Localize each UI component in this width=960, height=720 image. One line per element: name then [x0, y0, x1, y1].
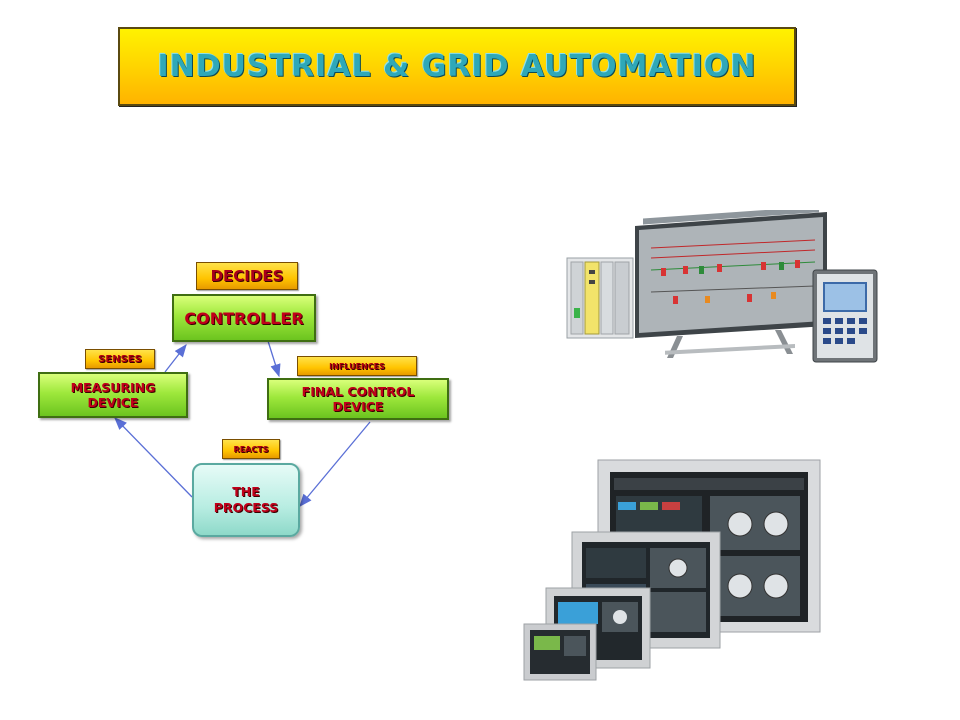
title-banner: INDUSTRIAL & GRID AUTOMATION — [118, 27, 796, 106]
influences-label: INFLUENCES — [297, 356, 417, 376]
reacts-label: REACTS — [222, 439, 280, 459]
reacts-text: REACTS — [233, 444, 269, 454]
measuring-device-box: MEASURING DEVICE — [38, 372, 188, 418]
arrow-final-to-process — [299, 421, 371, 507]
hmi-panels-image — [523, 459, 821, 681]
measuring-text-line2: DEVICE — [87, 395, 139, 410]
final-control-device-box: FINAL CONTROL DEVICE — [267, 378, 449, 420]
controller-box: CONTROLLER — [172, 294, 316, 342]
process-text-line1: THE — [232, 484, 260, 499]
arrow-process-to-measuring — [114, 417, 193, 498]
decides-text: DECIDES — [210, 267, 284, 285]
process-text-line2: PROCESS — [213, 500, 279, 515]
senses-label: SENSES — [85, 349, 155, 369]
final-text-line2: DEVICE — [332, 399, 384, 414]
final-text-line1: FINAL CONTROL — [301, 384, 415, 399]
page-title: INDUSTRIAL & GRID AUTOMATION — [157, 49, 757, 84]
influences-text: INFLUENCES — [329, 361, 385, 371]
decides-label: DECIDES — [196, 262, 298, 290]
grid-automation-image — [566, 210, 878, 363]
arrow-controller-to-final — [267, 340, 281, 378]
controller-text: CONTROLLER — [184, 308, 304, 328]
arrow-measuring-to-controller — [164, 343, 187, 373]
process-box: THE PROCESS — [192, 463, 300, 537]
senses-text: SENSES — [98, 353, 142, 365]
measuring-text-line1: MEASURING — [70, 380, 156, 395]
